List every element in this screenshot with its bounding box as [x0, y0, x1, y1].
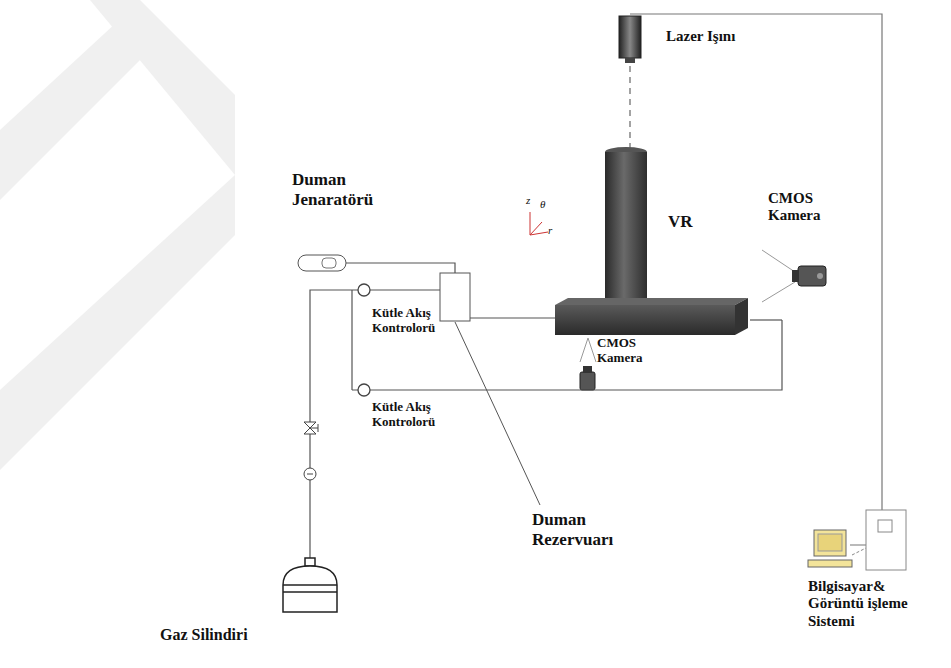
component-label: Gaz Silindiri [160, 626, 290, 644]
axis-label: θ [540, 198, 552, 211]
component-label: Duman Jenaratörü [292, 170, 384, 209]
signal-wire [630, 14, 882, 545]
cmos-camera-bottom [580, 338, 596, 390]
vr-base-top [555, 298, 748, 305]
component-label: Bilgisayar& Görüntü işleme Sistemi [808, 578, 926, 630]
laser-head [619, 16, 641, 58]
mass-flow-controller [358, 284, 370, 296]
vr-base-side [735, 298, 748, 335]
smoke-line [346, 263, 455, 273]
watermark [0, 0, 235, 470]
mass-flow-controller [358, 384, 370, 396]
pressure-gauge [304, 468, 316, 480]
pressure-gauge-line [307, 474, 313, 475]
laser-beam [629, 66, 630, 150]
component-label: CMOS Kamera [768, 190, 830, 225]
component-label: Kütle Akış Kontrolorü [372, 306, 454, 336]
smoke-reservoir [440, 273, 470, 321]
reservoir-pointer [455, 322, 540, 505]
gas-line [310, 290, 352, 560]
axis-label: r [548, 224, 560, 237]
cmos-camera-right [762, 250, 826, 302]
component-label: Duman Rezervuarı [532, 510, 642, 549]
laser-lens [625, 58, 635, 63]
valve [304, 422, 318, 434]
computer [808, 510, 906, 570]
gas-cylinder [283, 558, 337, 612]
reservoir-to-vr [470, 317, 555, 318]
vr-base [555, 305, 735, 335]
component-label: Kütle Akış Kontrolorü [372, 400, 454, 430]
outlet-line [750, 319, 782, 320]
component-label: Lazer Işını [666, 28, 786, 45]
vr-tube [605, 152, 647, 312]
gas-branch [351, 290, 352, 390]
axis-label: z [526, 194, 538, 207]
smoke-generator-cap [322, 258, 336, 268]
axis-symbol [530, 212, 548, 235]
smoke-generator [298, 255, 346, 271]
component-label: CMOS Kamera [597, 336, 655, 366]
component-label: VR [668, 212, 708, 232]
